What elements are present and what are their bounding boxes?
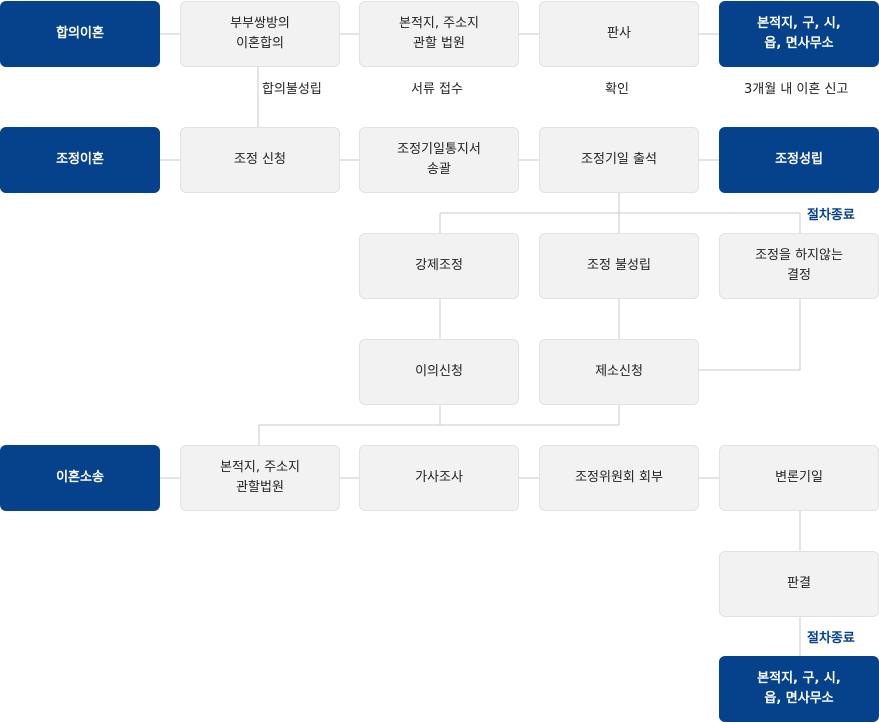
- step-lawsuit-filing: 제소신청: [539, 339, 699, 405]
- result-office-report-final: 본적지, 구, 시, 읍, 면사무소: [719, 656, 879, 722]
- step-mediation-failed: 조정 불성립: [539, 233, 699, 299]
- step-family-investigation: 가사조사: [359, 445, 519, 511]
- end-label-lawsuit: 절차종료: [807, 627, 855, 646]
- result-office-report: 본적지, 구, 시, 읍, 면사무소: [719, 1, 879, 67]
- type-divorce-lawsuit: 이혼소송: [0, 445, 160, 511]
- step-mutual-agreement: 부부쌍방의 이혼합의: [180, 1, 340, 67]
- end-label-mediation: 절차종료: [805, 204, 857, 223]
- note-agreement-failed: 합의불성립: [262, 78, 322, 97]
- type-agreement-divorce: 합의이혼: [0, 1, 160, 67]
- result-mediation-success: 조정성립: [719, 127, 879, 193]
- note-report-deadline: 3개월 내 이혼 신고: [744, 82, 849, 97]
- step-jurisdiction-court: 본적지, 주소지 관할법원: [180, 445, 340, 511]
- note-document-receipt: 서류 접수: [411, 82, 463, 97]
- step-forced-mediation: 강제조정: [359, 233, 519, 299]
- step-mediation-application: 조정 신청: [180, 127, 340, 193]
- step-court-filing: 본적지, 주소지 관할 법원: [359, 1, 519, 67]
- step-mediation-notice: 조정기일통지서 송괄: [359, 127, 519, 193]
- step-judgment: 판결: [719, 551, 879, 617]
- step-no-mediation-decision: 조정을 하지않는 결정: [719, 233, 879, 299]
- step-judge: 판사: [539, 1, 699, 67]
- step-objection: 이의신청: [359, 339, 519, 405]
- step-hearing-date: 변론기일: [719, 445, 879, 511]
- type-mediation-divorce: 조정이혼: [0, 127, 160, 193]
- step-mediation-attendance: 조정기일 출석: [539, 127, 699, 193]
- note-confirmation: 확인: [605, 82, 629, 97]
- step-mediation-committee: 조정위원회 회부: [539, 445, 699, 511]
